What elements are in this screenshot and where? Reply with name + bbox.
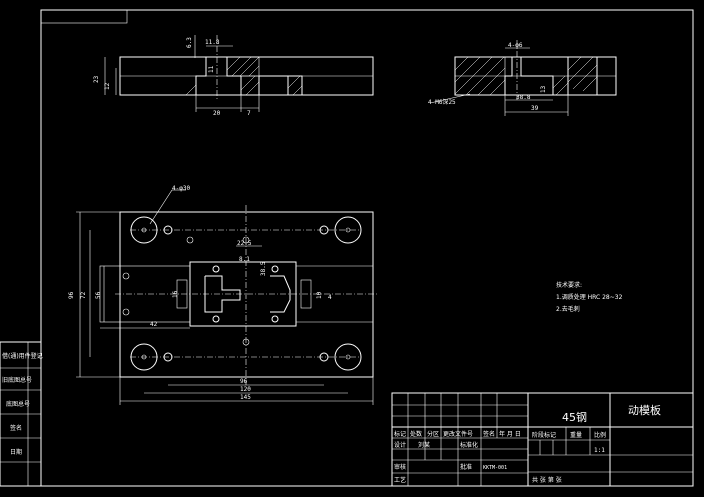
side-block-row4: 签名 <box>10 424 22 432</box>
dim-plan-96-h: 96 <box>68 291 75 299</box>
dim-plan-hole: 4-φ30 <box>172 185 190 192</box>
tb-sheet-info: 共 张 第 张 <box>532 476 562 484</box>
tb-review: 审核 <box>394 463 406 471</box>
dim-plan-72: 72 <box>80 291 87 299</box>
dim-top-right-13: 13 <box>540 85 547 93</box>
dim-top-right-4-phi6: 4-φ6 <box>508 42 523 49</box>
tech-req-line1: 1.调质处理 HRC 28~32 <box>556 293 623 301</box>
tb-drawing-no: KKTM-001 <box>483 465 507 471</box>
dim-plan-145: 145 <box>240 394 251 401</box>
dim-top-left-20: 20 <box>213 110 221 117</box>
drawing-border <box>40 9 694 487</box>
dim-plan-16: 16 <box>172 290 179 298</box>
tech-req-line2: 2.去毛刺 <box>556 305 580 313</box>
dim-plan-4: 4 <box>328 294 332 301</box>
section-view-left <box>104 35 374 112</box>
tb-stage-mark: 阶段标记 <box>532 431 556 439</box>
dim-plan-8-1: 8.1 <box>239 256 250 263</box>
corner-code-box <box>40 9 128 24</box>
tb-sign: 签名 <box>483 430 495 438</box>
dim-plan-120: 120 <box>240 386 251 393</box>
tb-process: 工艺 <box>394 476 406 484</box>
dim-top-left-11-8: 11.8 <box>205 39 220 46</box>
dim-plan-42: 42 <box>150 321 158 328</box>
dim-top-left-12: 12 <box>104 82 111 90</box>
plan-view <box>76 189 378 405</box>
tb-weight: 重量 <box>570 431 582 439</box>
dim-top-left-11: 11 <box>208 65 215 73</box>
tech-req-title: 技术要求: <box>556 281 582 289</box>
side-block <box>0 341 42 487</box>
tb-designer: 刘某 <box>418 441 430 449</box>
side-block-row3: 底图总号 <box>6 400 30 408</box>
dim-top-left-7: 7 <box>247 110 251 117</box>
tb-scale: 1:1 <box>594 447 605 454</box>
part-title: 动模板 <box>628 403 661 417</box>
tb-ratio: 比例 <box>594 431 606 439</box>
title-block <box>391 392 694 487</box>
dim-top-right-39: 39 <box>531 105 539 112</box>
dim-top-right-m6: 4-M6深25 <box>428 98 456 106</box>
material-label: 45钢 <box>562 411 587 424</box>
tb-zone: 分区 <box>427 430 439 438</box>
dim-plan-38-5: 38.5 <box>260 261 267 276</box>
side-block-row2: 旧底图总号 <box>2 376 32 384</box>
tb-standardize: 标准化 <box>460 441 478 449</box>
dim-plan-96: 96 <box>240 378 248 385</box>
dim-plan-10: 10 <box>316 291 323 299</box>
side-block-row1: 借(通)用件登记 <box>2 352 43 360</box>
dim-plan-22-5: 22.5 <box>237 240 252 247</box>
tb-change-doc: 更改文件号 <box>443 430 473 438</box>
dim-top-left-23: 23 <box>93 75 100 83</box>
section-view-right <box>429 40 617 116</box>
dim-plan-56: 56 <box>95 291 102 299</box>
tb-date: 年 月 日 <box>499 430 521 438</box>
tb-count: 处数 <box>410 430 422 438</box>
dim-top-left-6-3: 6.3 <box>186 37 193 48</box>
dim-top-right-38-8: 38.8 <box>516 94 531 101</box>
side-block-row5: 日期 <box>10 448 22 456</box>
tb-mark: 标记 <box>394 430 406 438</box>
tb-approve: 批准 <box>460 463 472 471</box>
tb-design: 设计 <box>394 441 406 449</box>
